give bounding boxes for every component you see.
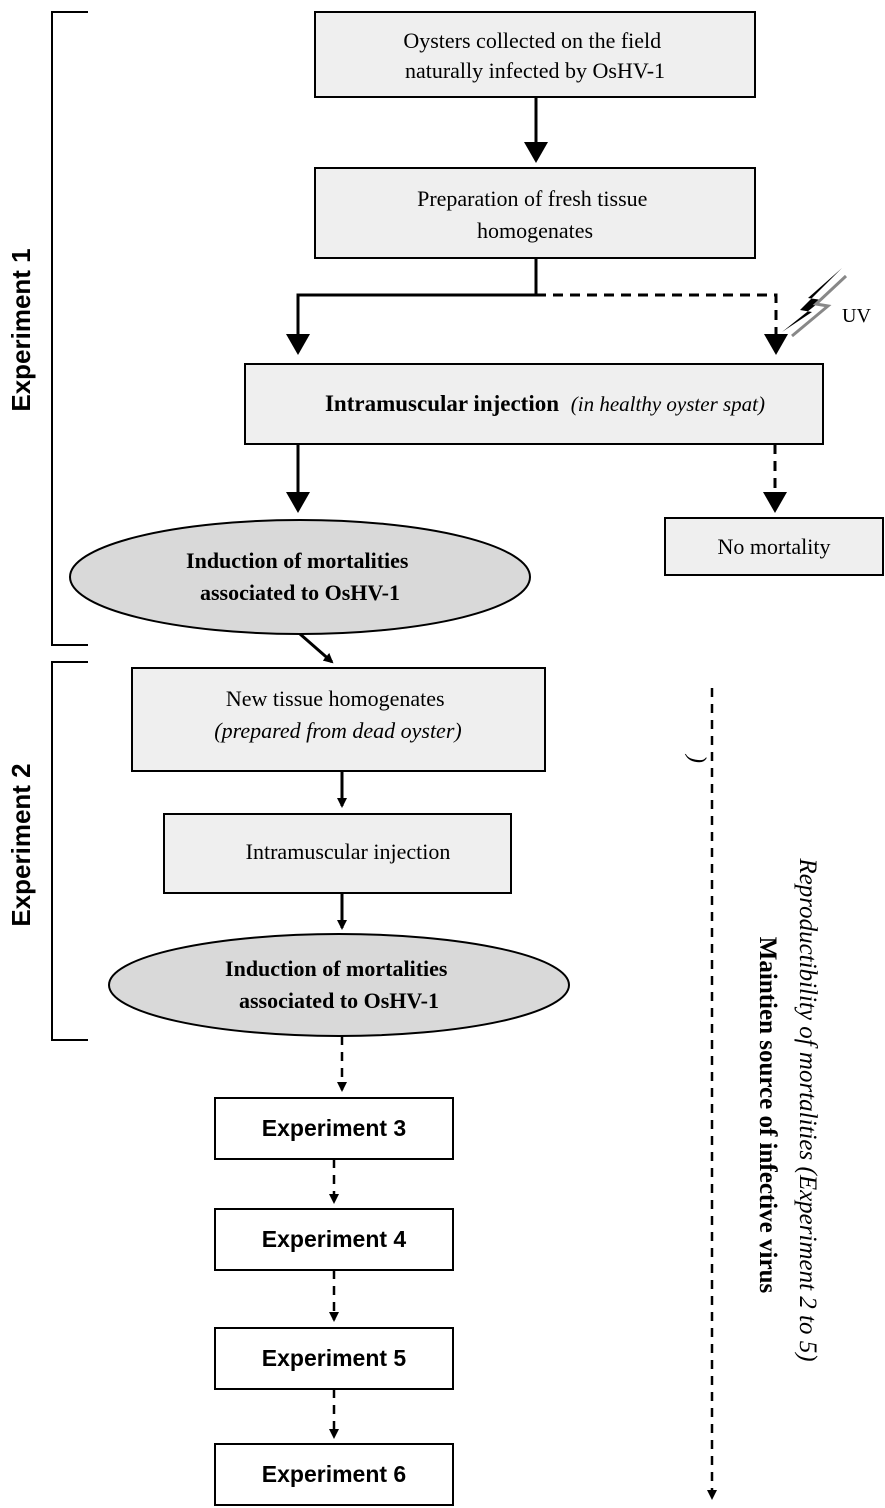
- uv-label: UV: [842, 305, 871, 327]
- reproducibility-note: Reproductibility of mortalities (Experim…: [794, 857, 821, 1361]
- experiment2-bracket: [51, 661, 88, 1041]
- injection-2-text: Intramuscular injection: [246, 839, 451, 864]
- injection-bold: Intramuscular injection: [325, 391, 559, 416]
- experiment1-bracket: [51, 11, 88, 646]
- split-dashed-line: [536, 293, 788, 355]
- experiment6-box: [214, 1443, 454, 1506]
- no-mortality-box: [664, 517, 884, 576]
- experiment2-label: Experiment 2: [6, 763, 36, 926]
- paren-mark: ): [684, 753, 710, 763]
- experiment5-box: [214, 1327, 454, 1390]
- preparation-line-1: Preparation of fresh tissue: [417, 186, 647, 211]
- induction-1-line-2: associated to OsHV-1: [200, 580, 400, 605]
- injection-box: [244, 363, 824, 445]
- induction-1-text: Induction of mortalities associated to O…: [186, 548, 414, 605]
- new-homogenates-line-1: New tissue homogenates: [226, 686, 445, 711]
- maintien-note: Maintien source of infective virus: [754, 937, 781, 1294]
- arrow-induction-to-new-homogenates: [299, 632, 334, 664]
- preparation-text: Preparation of fresh tissue homogenates: [417, 186, 653, 243]
- oysters-collected-line-1: Oysters collected on the field: [403, 28, 661, 53]
- induction-2-ellipse: [108, 933, 570, 1037]
- new-homogenates-line-2: (prepared from dead oyster): [214, 718, 461, 743]
- experiment6-text: Experiment 6: [262, 1461, 406, 1487]
- experiment5-text: Experiment 5: [262, 1345, 407, 1371]
- oysters-collected-box: [314, 11, 756, 98]
- induction-2-line-1: Induction of mortalities: [225, 956, 448, 981]
- oysters-collected-text: Oysters collected on the field naturally…: [403, 28, 666, 83]
- experiment4-text: Experiment 4: [262, 1226, 407, 1252]
- induction-2-text: Induction of mortalities associated to O…: [225, 956, 453, 1013]
- preparation-line-2: homogenates: [477, 218, 593, 243]
- injection-text: Intramuscular injection (in healthy oyst…: [325, 391, 765, 416]
- induction-2-line-2: associated to OsHV-1: [239, 988, 439, 1013]
- no-mortality-text: No mortality: [717, 534, 830, 559]
- split-solid-line: [286, 258, 538, 355]
- injection-2-box: [163, 813, 512, 894]
- preparation-box: [314, 167, 756, 259]
- experiment3-text: Experiment 3: [262, 1115, 406, 1141]
- induction-1-line-1: Induction of mortalities: [186, 548, 409, 573]
- experiment4-box: [214, 1208, 454, 1271]
- injection-italic: (in healthy oyster spat): [571, 392, 765, 416]
- oysters-collected-line-2: naturally infected by OsHV-1: [405, 58, 665, 83]
- induction-1-ellipse: [69, 519, 531, 635]
- uv-lightning-icon: [782, 268, 848, 338]
- new-homogenates-text: New tissue homogenates (prepared from de…: [214, 686, 461, 743]
- experiment1-label: Experiment 1: [6, 248, 36, 411]
- new-homogenates-box: [131, 667, 546, 772]
